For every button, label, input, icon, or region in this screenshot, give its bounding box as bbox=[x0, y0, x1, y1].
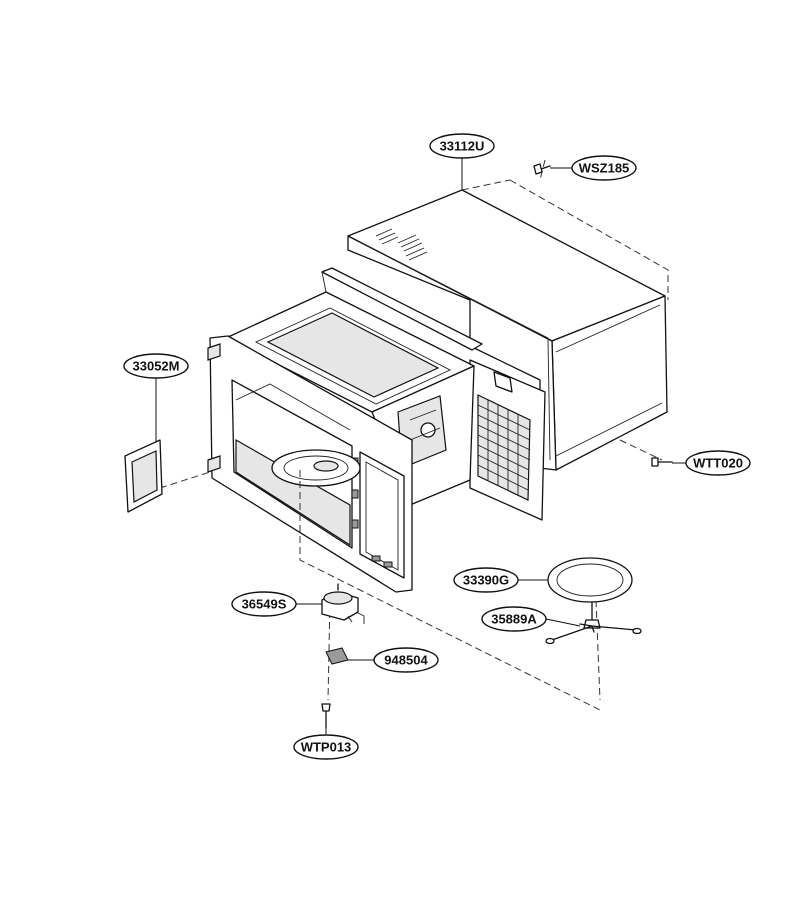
callout-label-motor: 36549S bbox=[242, 597, 287, 612]
leader-lines bbox=[155, 158, 688, 734]
outer-cabinet bbox=[347, 189, 668, 471]
callout-label-roller-guide: 35889A bbox=[491, 612, 537, 627]
glass-tray-part bbox=[547, 557, 633, 603]
callout-36549s: 36549S bbox=[231, 591, 297, 617]
callout-label-tray: 33390G bbox=[463, 573, 509, 588]
callout-948504: 948504 bbox=[373, 647, 439, 673]
callout-label-screw-bottom: WTP013 bbox=[301, 740, 352, 755]
callout-33052m: 33052M bbox=[123, 353, 189, 379]
screw-wtp013 bbox=[321, 703, 331, 729]
callout-wsz185: WSZ185 bbox=[571, 155, 637, 181]
callout-label-coupler: 948504 bbox=[384, 653, 428, 668]
screw-wtt020 bbox=[651, 457, 673, 467]
inner-turntable bbox=[271, 449, 361, 487]
callout-35889a: 35889A bbox=[481, 606, 547, 632]
callout-label-screw-side: WTT020 bbox=[693, 456, 743, 471]
callout-label-back-plate: 33052M bbox=[133, 359, 180, 374]
oven-cavity bbox=[225, 267, 483, 506]
back-plate-part bbox=[124, 439, 163, 513]
roller-guide-part bbox=[545, 601, 642, 645]
callout-label-screw-top: WSZ185 bbox=[579, 161, 630, 176]
screw-wsz185 bbox=[533, 163, 551, 175]
callout-wtt020: WTT020 bbox=[685, 450, 751, 476]
cabinet-vents bbox=[375, 228, 428, 261]
callout-33112u: 33112U bbox=[429, 133, 495, 159]
back-panel bbox=[469, 359, 546, 521]
callout-wtp013: WTP013 bbox=[293, 734, 359, 760]
callout-label-cabinet: 33112U bbox=[440, 139, 485, 154]
callout-33390g: 33390G bbox=[453, 567, 519, 593]
turntable-motor-part bbox=[321, 583, 365, 624]
